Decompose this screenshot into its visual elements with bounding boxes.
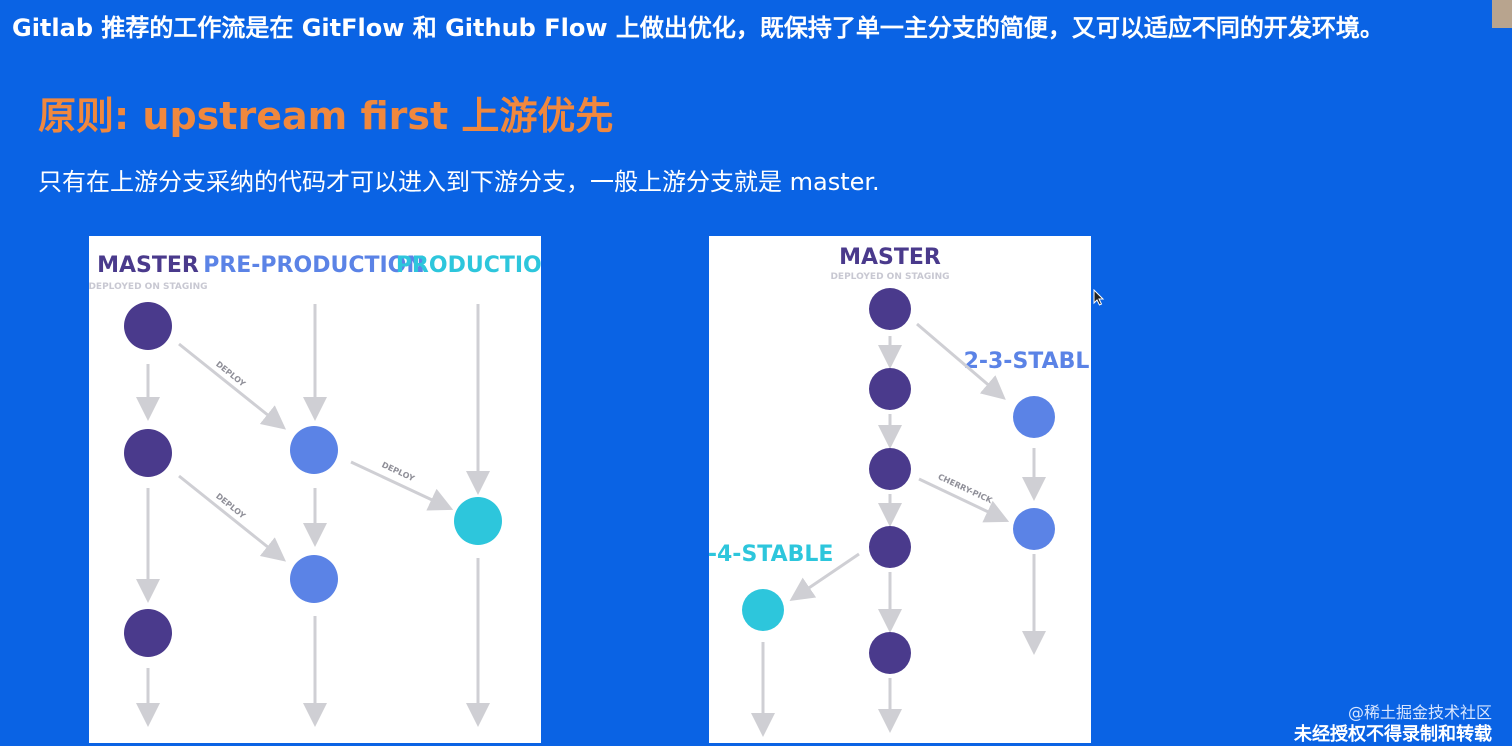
intro-text: Gitlab 推荐的工作流是在 GitFlow 和 Github Flow 上做… [12, 12, 1508, 44]
environment-branches-svg: MASTER DEPLOYED ON STAGING PRE-PRODUCTIO… [89, 236, 541, 743]
deploy-arrow [179, 476, 279, 556]
master-commit-node [869, 448, 911, 490]
principle-heading: 原则: upstream first 上游优先 [38, 88, 613, 144]
master-commit-node [124, 609, 172, 657]
pre-production-commit-node [290, 426, 338, 474]
lane-subtitle-master: DEPLOYED ON STAGING [89, 282, 208, 292]
master-commit-node [869, 368, 911, 410]
stable-2-3-commit-node [1013, 396, 1055, 438]
master-commit-node [869, 632, 911, 674]
stable-2-3-commit-node [1013, 508, 1055, 550]
environment-branches-diagram: MASTER DEPLOYED ON STAGING PRE-PRODUCTIO… [89, 236, 541, 743]
release-branches-diagram: MASTER DEPLOYED ON STAGING 2-3-STABLE 2-… [709, 236, 1091, 743]
mouse-cursor-icon [1093, 289, 1105, 307]
lane-title-master: MASTER [839, 245, 941, 270]
deploy-arrow [179, 344, 279, 424]
master-commit-node [124, 302, 172, 350]
lane-subtitle-master: DEPLOYED ON STAGING [830, 272, 949, 282]
lane-title-master: MASTER [97, 253, 199, 278]
master-commit-node [869, 288, 911, 330]
stable-2-4-commit-node [742, 589, 784, 631]
lane-title-pre-production: PRE-PRODUCTION [203, 253, 425, 278]
release-branches-svg: MASTER DEPLOYED ON STAGING 2-3-STABLE 2-… [709, 236, 1091, 743]
production-commit-node [454, 497, 502, 545]
copyright-watermark: 未经授权不得录制和转载 [1294, 720, 1492, 746]
master-commit-node [869, 526, 911, 568]
lane-title-2-3-stable: 2-3-STABLE [964, 349, 1091, 374]
pre-production-commit-node [290, 555, 338, 603]
lane-title-2-4-stable: 2-4-STABLE [709, 542, 833, 567]
lane-title-production: PRODUCTION [396, 253, 541, 278]
master-commit-node [124, 429, 172, 477]
principle-description: 只有在上游分支采纳的代码才可以进入到下游分支，一般上游分支就是 master. [38, 164, 880, 200]
